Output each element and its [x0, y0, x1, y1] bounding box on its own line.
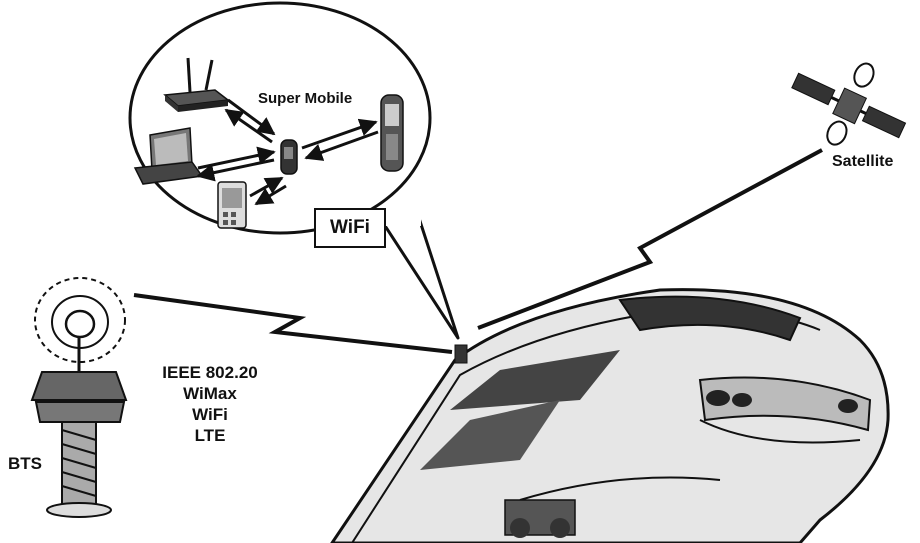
satellite-label: Satellite: [832, 153, 894, 170]
bts-label: BTS: [8, 454, 42, 473]
pda-icon: [217, 181, 247, 229]
technology-item: LTE: [194, 426, 226, 445]
bts-link: [133, 293, 453, 354]
train-icon: [330, 288, 890, 543]
bts-tower-icon: [30, 277, 128, 518]
satellite-link: [477, 148, 823, 330]
satellite-icon: [791, 62, 907, 146]
technology-item: WiFi: [192, 405, 228, 424]
mobile-phone-icon: [380, 94, 404, 172]
device-link-arrows: [196, 98, 379, 206]
wifi-callout-label: WiFi: [314, 208, 386, 248]
technology-list: IEEE 802.20 WiMax WiFi LTE: [162, 362, 258, 446]
super-mobile-phone-icon: [280, 139, 298, 175]
super-mobile-label: Super Mobile: [258, 90, 353, 107]
technology-item: IEEE 802.20: [162, 363, 258, 382]
technology-item: WiMax: [183, 384, 237, 403]
router-icon: [163, 57, 230, 112]
